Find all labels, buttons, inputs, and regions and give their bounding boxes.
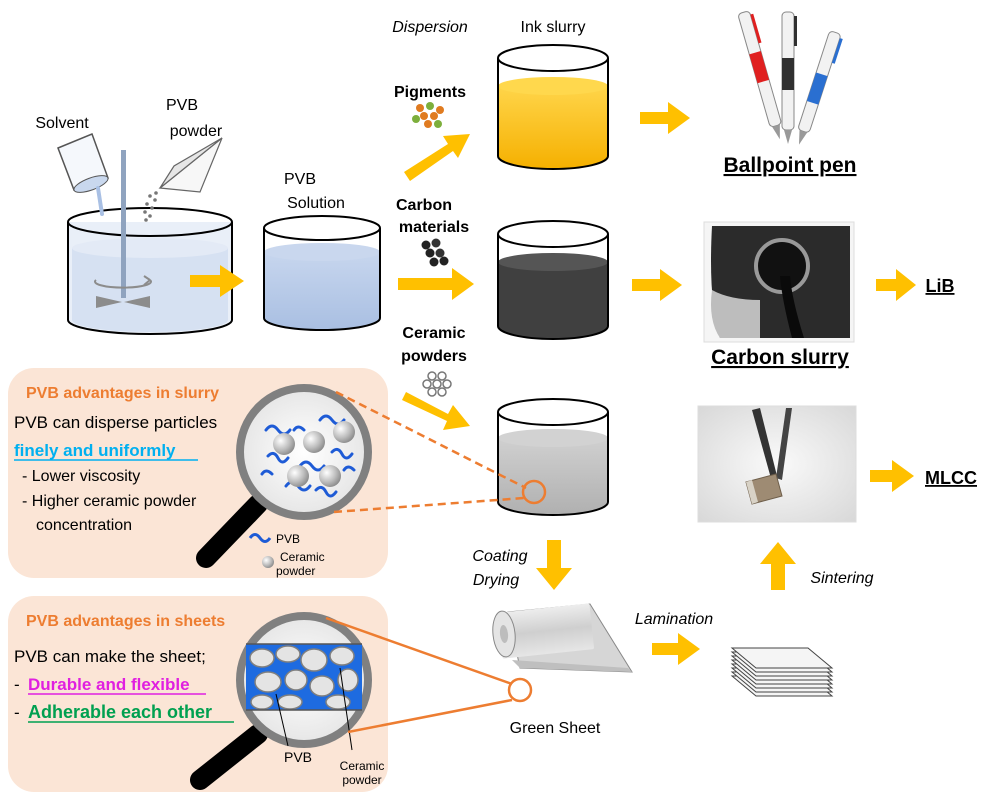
pvb-solution-beaker [263, 215, 381, 331]
carbon-label-1: Carbon [396, 197, 452, 214]
solvent-cup-icon [57, 133, 109, 216]
pigments-label: Pigments [394, 84, 466, 101]
pvb-powder-paper-icon [143, 137, 223, 222]
arrow-to-solution [190, 265, 244, 297]
mlcc-label: MLCC [925, 468, 977, 488]
slurry-legend-ceramic-2: powder [276, 564, 315, 578]
arrow-ceramic [402, 392, 470, 430]
lamination-label: Lamination [635, 611, 713, 628]
ceramic-label-2: powders [401, 348, 467, 365]
sheet-panel-line1: PVB can make the sheet; [14, 647, 206, 666]
sheet-ceramic-pointer [339, 667, 353, 751]
pigments-icon [412, 102, 444, 128]
arrow-to-lib [876, 269, 916, 301]
sheet-label-ceramic-2: powder [342, 773, 381, 787]
ceramic-slurry-beaker [497, 398, 609, 516]
arrow-to-mlcc [870, 460, 914, 492]
sheet-panel-title: PVB advantages in sheets [26, 613, 225, 630]
sheet-callout-circle [507, 677, 533, 703]
pvb-solution-label-1: PVB [284, 171, 316, 188]
green-sheet-roll [492, 603, 633, 673]
mixing-beaker [67, 150, 233, 335]
slurry-panel-highlight: finely and uniformly [14, 441, 176, 460]
lib-label: LiB [926, 276, 955, 296]
arrow-pigments [404, 134, 470, 181]
slurry-bullet-2b: concentration [36, 517, 132, 534]
ceramic-powders-icon [422, 371, 452, 397]
sheet-magnifier-icon [190, 612, 372, 790]
drying-label: Drying [473, 572, 519, 589]
slurry-legend-pvb: PVB [276, 532, 300, 546]
dispersion-label: Dispersion [392, 19, 468, 36]
slurry-panel-line1: PVB can disperse particles [14, 413, 217, 432]
solvent-label: Solvent [35, 115, 89, 132]
slurry-legend-ceramic-1: Ceramic [280, 550, 325, 564]
sheet-callout-line-bottom [347, 698, 513, 734]
sheet-bullet-1-prefix: - [14, 675, 20, 694]
slurry-magnifier-icon [196, 384, 372, 568]
slurry-callout-circle [521, 479, 547, 505]
arrow-to-pen [640, 102, 690, 134]
ink-slurry-beaker [497, 44, 609, 170]
arrow-coating-down [536, 540, 572, 590]
arrow-carbon [398, 268, 474, 300]
ballpoint-pens-image [738, 11, 843, 145]
arrow-to-carbon-slurry [632, 269, 682, 301]
coating-label: Coating [472, 548, 527, 565]
sheet-label-ceramic-1: Ceramic [340, 759, 385, 773]
green-sheet-label: Green Sheet [510, 720, 601, 737]
slurry-callout-line-bottom [333, 496, 525, 514]
sintering-label: Sintering [810, 570, 873, 587]
sheet-highlight-1: Durable and flexible [28, 675, 190, 694]
ballpoint-pen-label: Ballpoint pen [724, 154, 857, 177]
arrow-sintering-up [760, 542, 796, 590]
ink-slurry-label: Ink slurry [521, 19, 586, 36]
pvb-powder-label-1: PVB [166, 97, 198, 114]
pvb-powder-label-2: powder [170, 123, 223, 140]
laminated-sheets-stack [730, 647, 834, 697]
sheet-bullet-2-prefix: - [14, 703, 20, 722]
slurry-bullet-1: - Lower viscosity [22, 468, 140, 485]
slurry-bullet-2a: - Higher ceramic powder [22, 493, 197, 510]
carbon-slurry-beaker [497, 220, 609, 340]
carbon-materials-icon [421, 238, 449, 267]
sheet-highlight-2: Adherable each other [28, 702, 212, 722]
slurry-callout-line-top [335, 390, 527, 490]
sheet-label-pvb: PVB [284, 749, 312, 765]
pvb-legend-icon [248, 533, 272, 543]
ceramic-legend-icon [262, 556, 274, 568]
pvb-solution-label-2: Solution [287, 195, 345, 212]
carbon-slurry-label: Carbon slurry [711, 346, 849, 369]
mlcc-image [697, 405, 857, 523]
carbon-label-2: materials [399, 219, 469, 236]
sheet-callout-line-top [325, 616, 513, 686]
ceramic-label-1: Ceramic [402, 325, 465, 342]
slurry-panel-title: PVB advantages in slurry [26, 385, 219, 402]
arrow-lamination [652, 633, 700, 665]
carbon-slurry-image [703, 221, 855, 343]
sheet-pvb-pointer [275, 693, 289, 747]
